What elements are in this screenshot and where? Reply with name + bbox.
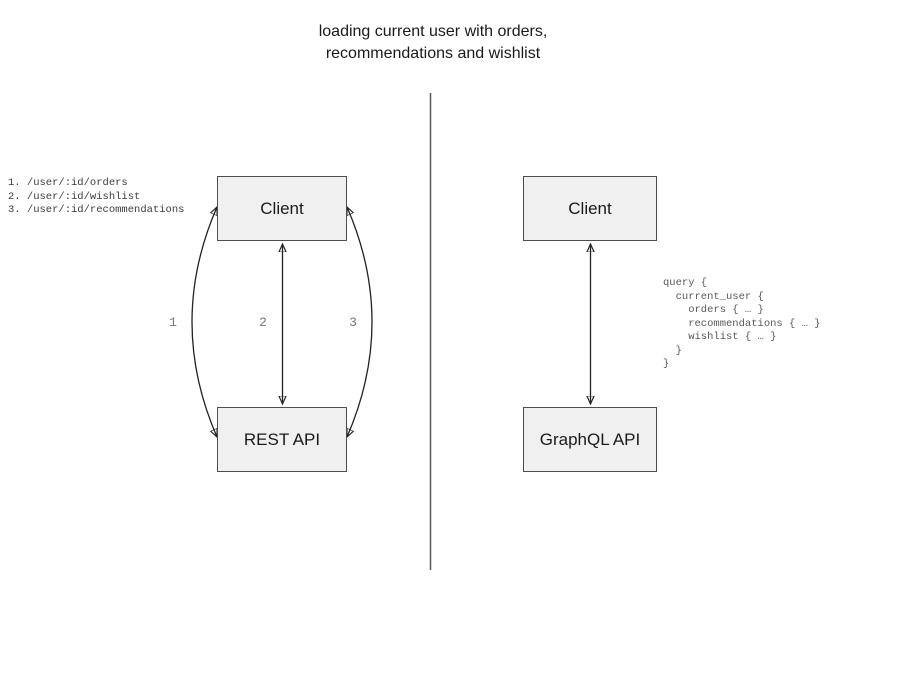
rest-api-box: REST API xyxy=(217,407,347,472)
graphql-client-label: Client xyxy=(568,198,612,218)
graphql-api-box: GraphQL API xyxy=(523,407,657,472)
diagram-title: loading current user with orders, recomm… xyxy=(318,23,548,62)
rest-client-box: Client xyxy=(217,176,347,241)
rest-arrow-label-3: 3 xyxy=(349,315,357,330)
rest-arrow-label-2: 2 xyxy=(259,315,267,330)
rest-client-label: Client xyxy=(260,198,304,218)
rest-api-label: REST API xyxy=(243,429,321,449)
graphql-client-box: Client xyxy=(523,176,657,241)
rest-arrow-label-1: 1 xyxy=(169,315,177,330)
graphql-api-label: GraphQL API xyxy=(539,429,641,449)
rest-endpoint-list: 1. /user/:id/orders 2. /user/:id/wishlis… xyxy=(8,177,185,216)
graphql-query: query { current_user { orders { … } reco… xyxy=(663,277,821,370)
rest-arrow-1 xyxy=(191,207,217,437)
